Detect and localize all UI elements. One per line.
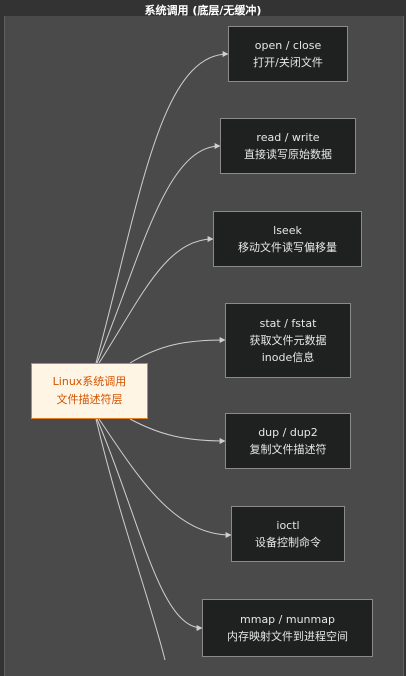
node-open-close[interactable]: open / close 打开/关闭文件 [228,26,348,82]
node-open-close-title: open / close [254,39,322,52]
edge-lseek [98,236,214,364]
node-dup-dup2-desc: 复制文件描述符 [249,443,327,456]
subgraph-title: 系统调用 (底层/无缓冲) [144,4,262,17]
edges-layer [95,51,232,660]
root-line-2: 文件描述符层 [56,393,123,406]
edge-ioctl [98,418,232,538]
root-line-1: Linux系统调用 [52,375,127,388]
node-open-close-desc: 打开/关闭文件 [253,56,323,69]
node-mmap-munmap[interactable]: mmap / munmap 内存映射文件到进程空间 [202,599,373,657]
node-mmap-munmap-desc: 内存映射文件到进程空间 [227,630,348,643]
node-ioctl[interactable]: ioctl 设备控制命令 [231,506,345,562]
node-ioctl-title: ioctl [276,519,300,532]
edge-mmap-munmap [96,418,203,631]
node-read-write-title: read / write [256,131,320,144]
edge-dup-dup2 [129,418,226,444]
node-lseek[interactable]: lseek 移动文件读写偏移量 [213,211,362,267]
node-read-write-desc: 直接读写原始数据 [244,148,332,161]
node-stat-fstat-desc-2: inode信息 [261,351,315,364]
node-stat-fstat[interactable]: stat / fstat 获取文件元数据 inode信息 [225,303,351,378]
edge-offscreen [95,418,166,660]
node-dup-dup2-title: dup / dup2 [258,426,318,439]
node-dup-dup2[interactable]: dup / dup2 复制文件描述符 [225,413,351,469]
edge-open-close [95,51,229,364]
node-stat-fstat-desc: 获取文件元数据 [249,334,327,347]
node-ioctl-desc: 设备控制命令 [255,536,321,549]
root-node[interactable]: Linux系统调用 文件描述符层 [31,363,148,419]
node-lseek-title: lseek [273,224,302,237]
node-lseek-desc: 移动文件读写偏移量 [238,241,337,254]
node-mmap-munmap-title: mmap / munmap [240,613,335,626]
edge-stat-fstat [129,337,226,364]
node-stat-fstat-title: stat / fstat [259,317,317,330]
edge-read-write [96,143,221,364]
node-read-write[interactable]: read / write 直接读写原始数据 [220,118,356,174]
